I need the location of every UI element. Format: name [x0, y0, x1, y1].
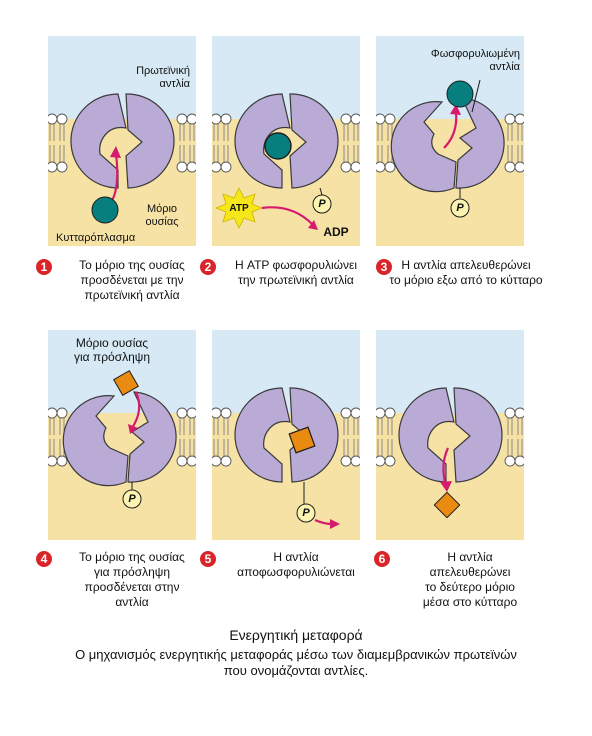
step-1-text: Το μόριο της ουσίας προσδένεται με την π… — [79, 258, 185, 302]
panel-5-illustration — [212, 330, 360, 540]
panel-3: Φωσφορυλιωμένη αντλία P — [376, 36, 524, 246]
atp-label: ATP — [229, 203, 249, 214]
step-2-number: 2 — [200, 259, 216, 275]
phosphate-label: P — [456, 202, 464, 214]
step-4-number: 4 — [36, 551, 52, 567]
phos-pump-label: Φωσφορυλιωμένη αντλία — [430, 48, 520, 73]
bound-molecule — [264, 132, 292, 160]
panel-3-illustration — [376, 36, 524, 246]
substance-molecule — [91, 196, 119, 224]
released-molecule — [446, 80, 474, 108]
step-6-text: Η αντλία απελευθερώνει το δεύτερο μόριο … — [422, 550, 518, 609]
step-6-number: 6 — [374, 551, 390, 567]
step-3-number: 3 — [376, 259, 392, 275]
released-square-molecule — [433, 491, 461, 519]
uptake-arrow — [131, 391, 141, 429]
phosphate-label: P — [128, 493, 136, 505]
panel-1-illustration — [48, 36, 196, 246]
figure-title: Ενεργητική μεταφορά — [229, 627, 363, 643]
phosphate-icon — [450, 198, 470, 218]
panel-6-illustration — [376, 330, 524, 540]
pump-label: Πρωτεϊνική αντλία — [136, 65, 190, 90]
atp-burst-icon — [214, 187, 264, 229]
uptake-molecule — [113, 370, 139, 396]
membrane-lipid-bilayer — [212, 407, 360, 467]
panel-5: P — [212, 330, 360, 540]
step-2-text: Η ATP φωσφορυλιώνει την πρωτεϊνική αντλί… — [234, 258, 357, 287]
panel-2-illustration — [212, 36, 360, 246]
step-3-text: Η αντλία απελευθερώνει το μόριο εξω από … — [389, 258, 543, 287]
figure-subtitle: Ο μηχανισμός ενεργητικής μεταφοράς μέσω … — [75, 647, 517, 678]
open-pump-protein — [390, 97, 505, 193]
phosphate-label: P — [318, 198, 326, 210]
step-1-caption: 1 Το μόριο της ουσίας προσδένεται με την… — [36, 258, 208, 303]
phosphate-icon — [296, 503, 316, 523]
membrane-lipid-bilayer — [376, 407, 524, 467]
phosphate-label: P — [302, 507, 310, 519]
open-pump-protein — [62, 391, 177, 487]
step-1-number: 1 — [36, 259, 52, 275]
step-3-caption: 3 Η αντλία απελευθερώνει το μόριο εξω απ… — [356, 258, 556, 288]
step-6-caption: 6 Η αντλία απελευθερώνει το δεύτερο μόρι… — [374, 550, 546, 610]
pump-protein — [234, 93, 339, 189]
step-5-text: Η αντλία αποφωσφορυλιώνεται — [237, 550, 355, 579]
release-arrow — [443, 111, 458, 149]
cytoplasm-label: Κυτταρόπλασμα — [56, 232, 136, 244]
membrane-lipid-bilayer — [212, 113, 360, 173]
panel-2: ATP P ADP — [212, 36, 360, 246]
adp-label: ADP — [323, 225, 349, 239]
step-2-caption: 2 Η ATP φωσφορυλιώνει την πρωτεϊνική αντ… — [200, 258, 372, 288]
pump-protein — [70, 93, 175, 189]
panel-4-illustration — [48, 330, 196, 540]
panel-1: Πρωτεϊνική αντλία Μόριο ουσίας Κυτταρόπλ… — [48, 36, 196, 246]
pump-protein — [398, 387, 503, 483]
atp-arrow — [261, 206, 313, 225]
step-4-text: Το μόριο της ουσίας για πρόσληψη προσδέν… — [79, 550, 185, 609]
molecule-label: Μόριο ουσίας — [145, 203, 179, 228]
pump-protein — [234, 387, 339, 483]
phosphate-icon — [122, 489, 142, 509]
step-4-caption: 4 Το μόριο της ουσίας για πρόσληψη προσδ… — [36, 550, 208, 610]
panel-6 — [376, 330, 524, 540]
bound-square-molecule — [288, 426, 316, 454]
step-5-caption: 5 Η αντλία αποφωσφορυλιώνεται — [200, 550, 372, 580]
panel-4: Μόριο ουσίας για πρόσληψη P — [48, 330, 196, 540]
membrane-lipid-bilayer — [48, 113, 196, 173]
step-5-number: 5 — [200, 551, 216, 567]
uptake-molecule-label: Μόριο ουσίας για πρόσληψη — [73, 336, 151, 364]
